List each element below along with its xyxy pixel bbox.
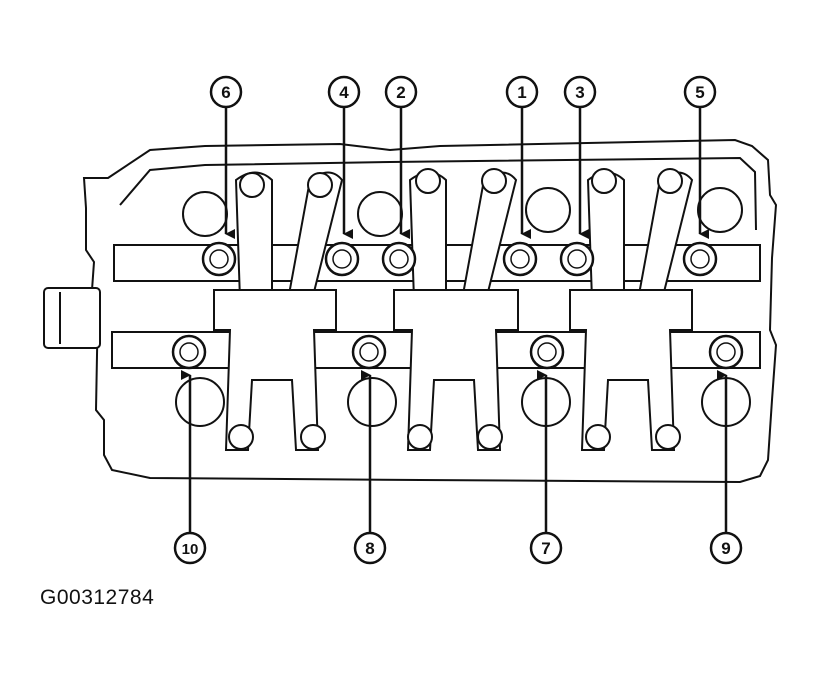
callout-3: 3 <box>563 75 597 109</box>
callout-label: 7 <box>541 539 550 558</box>
callout-label: 2 <box>396 83 405 102</box>
callout-label: 3 <box>575 83 584 102</box>
rocker-end-pads <box>228 168 683 450</box>
figure-id: G00312784 <box>40 586 155 609</box>
callout-7: 7 <box>529 531 563 565</box>
callout-8: 8 <box>353 531 387 565</box>
callout-9: 9 <box>709 531 743 565</box>
callout-5: 5 <box>683 75 717 109</box>
callout-10: 10 <box>173 531 207 565</box>
callout-6: 6 <box>209 75 243 109</box>
lower-rocker-frames <box>213 289 693 451</box>
casting-holes <box>175 187 751 427</box>
callout-1: 1 <box>505 75 539 109</box>
left-spout <box>43 287 101 349</box>
callout-label: 6 <box>221 83 230 102</box>
callout-label: 9 <box>721 539 730 558</box>
callout-label: 8 <box>365 539 374 558</box>
callout-label: 5 <box>695 83 704 102</box>
callout-label: 4 <box>339 83 349 102</box>
bolt-heads <box>171 241 744 370</box>
callout-2: 2 <box>384 75 418 109</box>
callout-label: 10 <box>182 541 199 558</box>
callout-label: 1 <box>517 83 526 102</box>
callout-4: 4 <box>327 75 361 109</box>
sequence-arrows <box>181 107 728 532</box>
